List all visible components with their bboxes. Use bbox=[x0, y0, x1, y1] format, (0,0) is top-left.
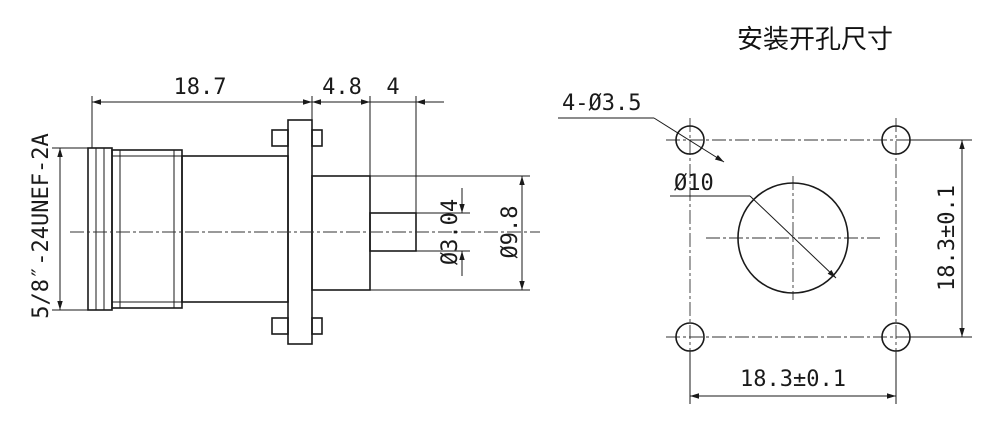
pin-diameter-label: Ø3.04 bbox=[438, 199, 463, 265]
hole-top-left bbox=[675, 125, 705, 155]
center-hole bbox=[737, 182, 849, 294]
threaded-body bbox=[87, 147, 289, 311]
hole-bottom-left bbox=[675, 322, 705, 352]
connector-side-view: 18.7 4.8 4 5/8″-24UNEF-2A Ø3.04 Ø9.8 bbox=[29, 75, 540, 345]
cutout-width-label: 18.3±0.1 bbox=[740, 367, 846, 392]
panel-cutout-view: 安装开孔尺寸 4-Ø3.5 Ø10 18.3±0.1 bbox=[558, 25, 972, 404]
pin-length-label: 4 bbox=[386, 75, 399, 100]
hole-callout-label: 4-Ø3.5 bbox=[562, 91, 641, 116]
flange-offset-label: 4.8 bbox=[322, 75, 362, 100]
shoulder-diameter-label: Ø9.8 bbox=[498, 206, 523, 259]
top-dimension-chain: 18.7 4.8 4 bbox=[91, 75, 444, 213]
body-length-label: 18.7 bbox=[174, 75, 227, 100]
thread-dimension: 5/8″-24UNEF-2A bbox=[29, 133, 88, 319]
shoulder bbox=[311, 175, 371, 291]
center-hole-label: Ø10 bbox=[674, 171, 714, 196]
cutout-height-label: 18.3±0.1 bbox=[935, 185, 960, 291]
diameter-dimensions: Ø3.04 Ø9.8 bbox=[370, 175, 530, 291]
cutout-title: 安装开孔尺寸 bbox=[737, 25, 893, 55]
mounting-holes bbox=[675, 125, 911, 352]
thread-spec-label: 5/8″-24UNEF-2A bbox=[29, 133, 54, 318]
